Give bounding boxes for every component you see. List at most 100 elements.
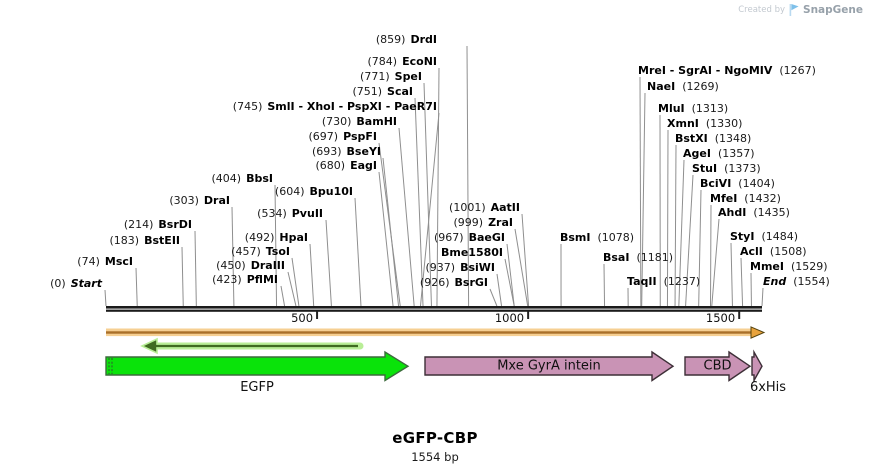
site-position: (492) [244,231,275,244]
site-position: (926) [419,276,450,289]
site-label-bamhi[interactable]: (730)BamHI [322,115,397,128]
site-label-mlui[interactable]: MluI (1313) [658,102,728,115]
site-position: (680) [315,159,346,172]
site-name: BsaI [603,251,630,264]
site-connector-mrei-sgrai-ngomiv [639,76,642,307]
site-position: (784) [367,55,398,68]
site-label-bseyi[interactable]: (693)BseYI [312,145,381,158]
feature-label-cbd[interactable]: CBD [703,358,732,374]
site-label-bbsi[interactable]: (404)BbsI [212,172,274,185]
site-label-bsrgi[interactable]: (926)BsrGI [420,276,488,289]
site-label-naei[interactable]: NaeI(1269) [647,80,719,93]
sequence-line-bottom [106,309,762,312]
site-label-stui[interactable]: StuI(1373) [692,162,761,175]
feature-label-mxe-gyra-intein[interactable]: Mxe GyrA intein [497,358,601,374]
credit-brand[interactable]: SnapGene [803,4,863,16]
site-connector-start [104,289,107,307]
site-label-eagi[interactable]: (680)EagI [316,159,378,172]
site-label-bstxi[interactable]: BstXI(1348) [675,132,751,145]
site-name: Start [70,277,102,290]
feature-arrow-6xhis[interactable] [751,349,763,384]
site-label-bpu10i[interactable]: (604)Bpu10I [275,185,353,198]
site-position: (1181) [636,251,674,264]
selection-core-line [106,331,753,334]
site-label-end[interactable]: End(1554) [763,275,830,288]
site-label-mfei[interactable]: MfeI(1432) [710,192,781,205]
site-label-ahdi[interactable]: AhdI(1435) [718,206,790,219]
site-label-bsrdi[interactable]: (214)BsrDI [124,218,192,231]
site-label-zrai[interactable]: (999)ZraI [453,216,513,229]
site-connector-bamhi [398,127,415,307]
site-name: BciVI [700,177,732,190]
site-connector-ahdi [711,218,720,307]
site-label-draiii[interactable]: (450)DraIII [216,259,285,272]
site-position: (0) [50,277,66,290]
site-name: DraI [203,194,230,207]
site-connector-scai [414,97,424,307]
site-label-styi[interactable]: StyI(1484) [730,230,798,243]
site-name: MluI [658,102,685,115]
site-label-pvuii[interactable]: (534)PvuII [257,207,323,220]
feature-label-6xhis[interactable]: 6xHis [749,380,787,395]
site-name: AgeI [683,147,711,160]
site-position: (1554) [793,275,830,288]
site-label-scai[interactable]: (751)ScaI [352,85,413,98]
site-position: (1435) [753,206,790,219]
site-label-bsiwi[interactable]: (937)BsiWI [425,261,495,274]
site-connector-end [761,287,764,307]
site-connector-hpai [309,243,315,307]
site-position: (1330) [705,117,743,130]
site-label-drdi[interactable]: (859)DrdI [376,33,437,46]
site-label-smli-xhoi-pspxi-paer7i[interactable]: (745)SmlI - XhoI - PspXI - PaeR7I [233,100,437,113]
feature-arrow-cbd[interactable] [684,350,752,382]
site-name: BseYI [346,145,381,158]
site-label-pspfi[interactable]: (697)PspFI [309,130,378,143]
site-label-drai[interactable]: (303)DraI [169,194,230,207]
site-label-taqii[interactable]: TaqII (1237) [627,275,700,288]
site-connector-pflmi [280,285,286,307]
plasmid-length: 1554 bp [411,450,459,464]
site-connector-draiii [287,271,297,307]
site-position: (1432) [744,192,781,205]
site-label-baegi[interactable]: (967)BaeGI [434,231,505,244]
site-label-tsoi[interactable]: (457)TsoI [231,245,290,258]
site-label-spei[interactable]: (771)SpeI [360,70,422,83]
site-connector-bsai [603,263,606,307]
site-position: (1313) [691,102,729,115]
site-position: (1237) [663,275,701,288]
site-name: HpaI [279,231,308,244]
site-connector-pvuii [325,219,332,307]
site-label-bsai[interactable]: BsaI (1181) [603,251,673,264]
site-label-aatii[interactable]: (1001)AatII [449,201,520,214]
feature-arrow-mxe-gyra-intein[interactable] [424,350,675,382]
site-label-start[interactable]: (0) Start [50,277,102,290]
site-connector-drdi [466,45,470,307]
site-label-bme1580i[interactable]: Bme1580I [441,246,503,259]
feature-label-egfp[interactable]: EGFP [240,380,274,395]
site-name: AatII [490,201,520,214]
site-name: BsrDI [158,218,192,231]
site-connector-bsrdi [194,230,197,307]
site-connector-bpu10i [354,197,362,307]
site-connector-bsrgi [489,288,498,307]
site-label-bsteii[interactable]: (183)BstEII [110,234,180,247]
site-position: (751) [352,85,383,98]
site-label-hpai[interactable]: (492) HpaI [245,231,308,244]
site-connector-naei [641,92,646,307]
feature-arrow-egfp[interactable] [105,350,410,382]
site-label-msci[interactable]: (74)MscI [77,255,133,268]
site-label-pflmi[interactable]: (423)PflMI [212,273,278,286]
site-position: (745) [232,100,263,113]
site-label-mmei[interactable]: MmeI(1529) [750,260,828,273]
site-label-agei[interactable]: AgeI(1357) [683,147,755,160]
site-label-mrei-sgrai-ngomiv[interactable]: MreI - SgrAI - NgoMIV(1267) [638,64,816,77]
site-label-acli[interactable]: AclI(1508) [740,245,806,258]
site-label-econi[interactable]: (784)EcoNI [368,55,437,68]
site-label-xmni[interactable]: XmnI(1330) [667,117,742,130]
site-position: (404) [211,172,242,185]
site-label-bsmi[interactable]: BsmI(1078) [560,231,634,244]
site-position: (1404) [738,177,775,190]
site-label-bcivi[interactable]: BciVI (1404) [700,177,775,190]
site-connector-acli [740,257,744,307]
site-name: TaqII [627,275,657,288]
